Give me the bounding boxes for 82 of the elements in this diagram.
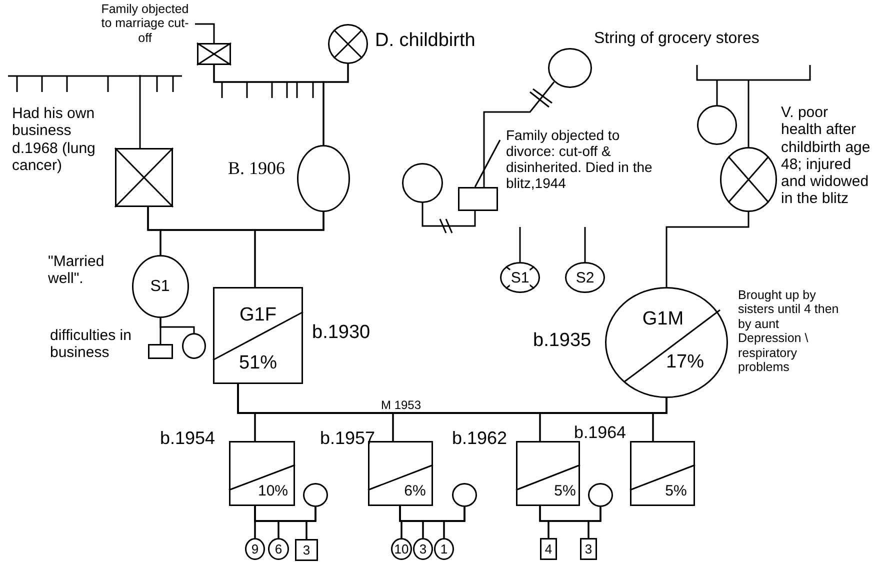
- relationship-line: [584, 227, 586, 262]
- relationship-line: [716, 80, 718, 105]
- node-label: S2: [576, 270, 594, 286]
- annotation-text: b.1930: [312, 322, 372, 344]
- female-symbol: [413, 538, 433, 560]
- node-label: 3: [419, 542, 427, 556]
- node-label: 3: [584, 542, 592, 556]
- annotation-text: b.1962: [452, 428, 508, 449]
- female-symbol: [565, 262, 605, 293]
- female-symbol: [434, 538, 454, 560]
- male-symbol: [229, 441, 295, 506]
- relationship-line: [519, 227, 521, 262]
- relationship-line: [748, 80, 750, 147]
- female-symbol: [548, 48, 592, 88]
- relationship-line: [652, 398, 668, 441]
- annotation-text: Had his own business d.1968 (lung cancer): [12, 105, 96, 174]
- node-label: 51%: [238, 354, 278, 372]
- female-symbol: [500, 262, 540, 293]
- node-label: G1F: [240, 306, 276, 324]
- male-symbol: [580, 538, 597, 560]
- female-symbol: [268, 538, 289, 560]
- female-symbol: [720, 147, 777, 212]
- annotation-text: b.1935: [533, 330, 592, 352]
- annotation-text: difficulties in business: [50, 327, 132, 362]
- annotation-text: b.1964: [574, 423, 627, 443]
- relationship-line: [483, 82, 555, 187]
- female-symbol: [245, 538, 265, 560]
- relationship-line: [588, 507, 602, 538]
- male-symbol: [115, 148, 173, 207]
- node-label: 6%: [404, 484, 426, 498]
- male-symbol: [213, 287, 303, 384]
- leader-line: [195, 23, 215, 43]
- annotation-text: "Married well".: [48, 253, 106, 288]
- node-label: G1M: [642, 310, 684, 328]
- node-label: 1: [440, 542, 448, 556]
- node-label: 5%: [665, 484, 687, 498]
- relationship-line: [254, 212, 324, 287]
- female-symbol: [402, 163, 443, 203]
- relationship-line: [160, 318, 195, 333]
- node-label: 5%: [554, 484, 576, 498]
- annotation-text: b.1954: [160, 428, 216, 449]
- female-symbol: [452, 483, 477, 507]
- node-label: 4: [544, 542, 552, 556]
- male-symbol: [540, 538, 557, 560]
- annotation-text: D. childbirth: [375, 30, 476, 52]
- node-label: 17%: [666, 352, 704, 372]
- node-label: 10: [394, 542, 409, 556]
- relationship-line: [139, 75, 141, 148]
- annotation-text: Family objected to divorce: cut-off & disinherited. Died in the blitz,1944: [506, 127, 654, 192]
- male-symbol: [197, 43, 231, 65]
- annotation-text: Brought up by sisters until 4 then by aunt Depression \ respiratory problems: [738, 288, 840, 374]
- node-label: 9: [251, 542, 259, 556]
- female-symbol: [391, 538, 412, 560]
- relationship-line: [443, 507, 466, 538]
- relationship-line: [322, 64, 349, 145]
- female-symbol: [605, 287, 728, 398]
- female-symbol: [588, 483, 613, 507]
- annotation-text: V. poor health after childbirth age 48; injured and widowed in the blitz: [781, 104, 872, 208]
- node-label: 6: [274, 542, 282, 556]
- female-symbol: [328, 24, 368, 64]
- relationship-line: [422, 203, 476, 227]
- annotation-text: Family objected to marriage cut-off: [95, 2, 195, 46]
- annotation-text: b.1957: [320, 428, 376, 449]
- female-symbol: [297, 145, 350, 212]
- male-symbol: [458, 187, 498, 211]
- annotation-text: B. 1906: [228, 158, 286, 179]
- relationship-line: [666, 212, 750, 287]
- male-symbol: [148, 344, 173, 359]
- male-symbol: [630, 441, 695, 506]
- node-label: S1: [510, 270, 530, 286]
- female-symbol: [303, 483, 328, 507]
- node-label: 10%: [258, 484, 288, 498]
- annotation-text: String of grocery stores: [594, 30, 760, 48]
- node-label: 3: [302, 544, 310, 556]
- edge-label: M 1953: [381, 399, 422, 411]
- female-symbol: [132, 255, 189, 318]
- node-label: S1: [150, 279, 170, 295]
- male-symbol: [516, 441, 580, 506]
- female-symbol: [697, 105, 737, 145]
- female-symbol: [182, 333, 206, 359]
- male-symbol: [295, 539, 318, 561]
- relationship-line: [306, 507, 316, 539]
